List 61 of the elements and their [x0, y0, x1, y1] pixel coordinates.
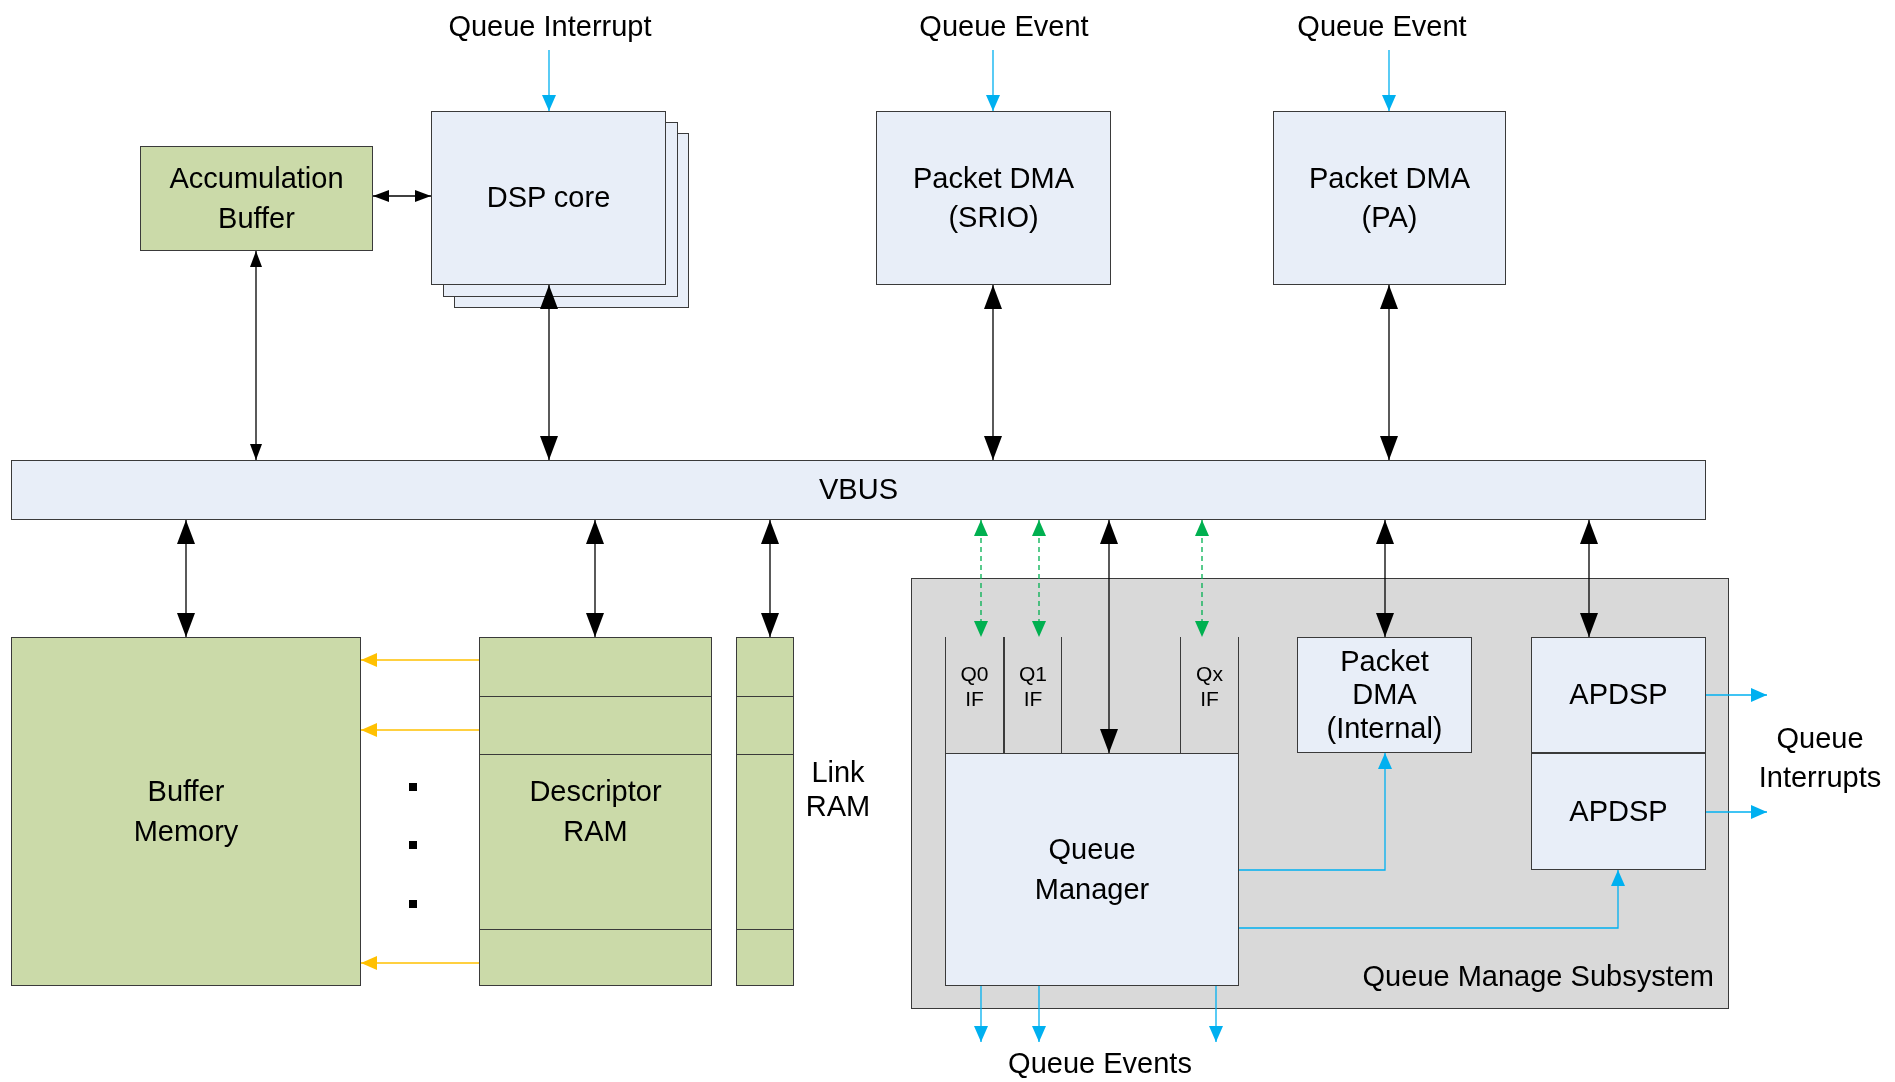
arrow [986, 49, 1000, 112]
arrow [1032, 519, 1046, 638]
process-box [1531, 753, 1706, 870]
arrow [540, 284, 558, 461]
box-label: APDSP [1569, 793, 1668, 829]
process-box [1273, 111, 1506, 285]
memory-column [736, 637, 794, 986]
box-label: Qx IF [1195, 661, 1224, 712]
process-box [876, 111, 1111, 285]
memory-block [479, 637, 712, 986]
side-label: Link RAM [804, 755, 872, 824]
bus-label: VBUS [819, 472, 898, 508]
arrow [177, 519, 195, 638]
box-label: Packet DMA (PA) [1307, 160, 1472, 235]
box-label: APDSP [1569, 677, 1668, 713]
arrow [1705, 805, 1768, 819]
signal-label: Queue Events [1008, 1046, 1192, 1082]
process-box [1297, 637, 1472, 753]
arrow [1382, 49, 1396, 112]
arrow [761, 519, 779, 638]
arrow [360, 653, 480, 667]
processor-box [431, 111, 666, 285]
box-label: Queue Manager [1033, 832, 1151, 907]
arrow [1032, 985, 1046, 1043]
signal-label: Queue Event [1297, 9, 1467, 45]
signal-label: Queue Interrupts [1757, 720, 1883, 795]
signal-label: Queue Interrupt [448, 9, 652, 45]
memory-block [140, 146, 373, 251]
arrow [372, 190, 432, 202]
arrow [974, 519, 988, 638]
box-label: Q0 IF [959, 661, 990, 712]
signal-label: Queue Event [919, 9, 1089, 45]
arrow [1238, 869, 1625, 929]
box-label: Packet DMA (Internal) [1325, 645, 1444, 745]
group-label: Queue Manage Subsystem [1362, 958, 1714, 994]
arrow [1195, 519, 1209, 638]
box-label: Q1 IF [1018, 661, 1048, 712]
process-box [945, 753, 1239, 986]
subsystem-panel [911, 578, 1729, 1009]
arrow [1209, 985, 1223, 1043]
arrow [360, 956, 480, 970]
arrow [542, 49, 556, 112]
arrow [1705, 688, 1768, 702]
box-label: Packet DMA (SRIO) [911, 160, 1076, 235]
arrow [1238, 752, 1392, 871]
arrow [974, 985, 988, 1043]
box-label: Buffer Memory [132, 774, 240, 849]
arrow [1380, 284, 1398, 461]
memory-block [11, 637, 361, 986]
arrow [984, 284, 1002, 461]
process-box [1531, 637, 1706, 753]
box-label: DSP core [486, 180, 611, 216]
box-label: Accumulation Buffer [168, 161, 345, 236]
arrow [586, 519, 604, 638]
arrow [250, 250, 262, 461]
arrow [1580, 519, 1598, 638]
bus-bar [11, 460, 1706, 520]
arrow [360, 723, 480, 737]
box-label: Descriptor RAM [528, 774, 663, 849]
arrow [1100, 519, 1118, 754]
arrow [1376, 519, 1394, 638]
